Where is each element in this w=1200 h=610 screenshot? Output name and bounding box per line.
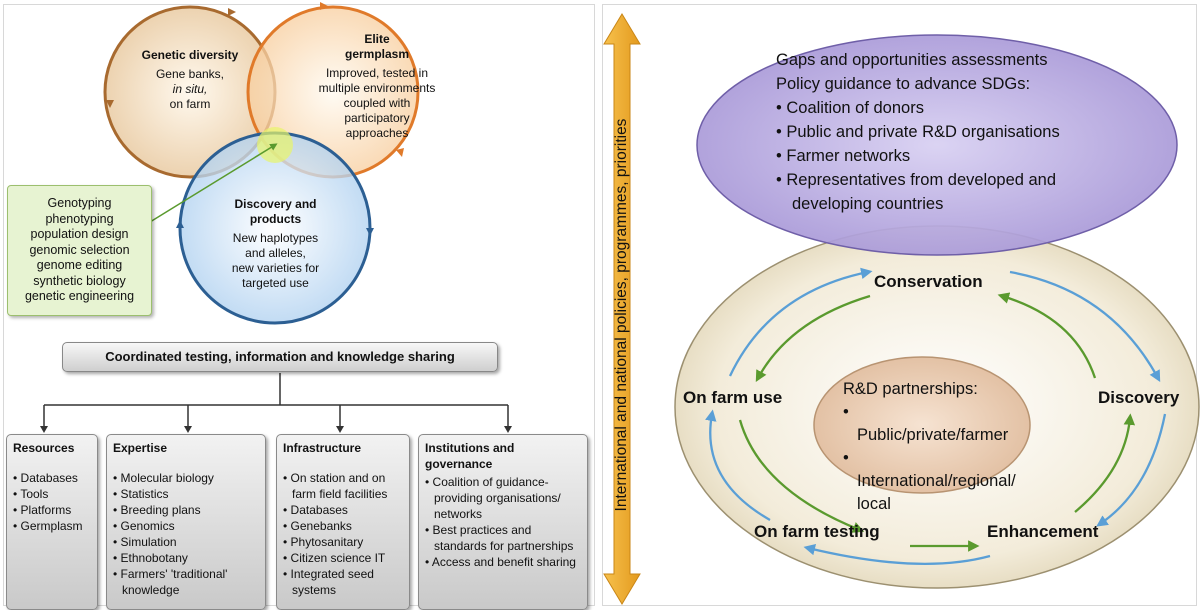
infrastructure-box: Infrastructure On station and on farm fi… bbox=[276, 434, 410, 610]
genetic-diversity-line: in situ, bbox=[172, 82, 208, 96]
discovery-products-line: and alleles, bbox=[245, 246, 306, 260]
discovery-label: Discovery bbox=[1098, 388, 1180, 407]
org-connectors bbox=[43, 373, 509, 428]
enhancement-label: Enhancement bbox=[987, 522, 1099, 541]
discovery-products-line: New haplotypes bbox=[232, 231, 319, 245]
tools-item: genomic selection bbox=[29, 242, 130, 257]
resources-item: Tools bbox=[13, 486, 91, 502]
elite-germplasm-title: Elite germplasm bbox=[344, 32, 410, 61]
elite-germplasm-line: multiple environments bbox=[318, 81, 436, 95]
discovery-products-title: Discovery and products bbox=[234, 197, 317, 226]
infrastructure-item: Phytosanitary bbox=[283, 534, 403, 550]
inner-ellipse-text: R&D partnerships: Public/private/farmer … bbox=[843, 378, 1016, 516]
blue-circle-arrow-left bbox=[176, 220, 184, 228]
expertise-item: Ethnobotany bbox=[113, 550, 259, 566]
vertical-double-arrow bbox=[603, 13, 641, 605]
discovery-products-line: new varieties for bbox=[231, 261, 320, 275]
infrastructure-item: Databases bbox=[283, 502, 403, 518]
tools-item: synthetic biology bbox=[33, 273, 126, 288]
resources-item: Platforms bbox=[13, 502, 91, 518]
brown-circle-arrow bbox=[228, 8, 236, 16]
elite-germplasm-text: Elite germplasm Improved, tested in mult… bbox=[302, 32, 452, 141]
tools-pointer-line bbox=[149, 143, 278, 223]
infrastructure-title: Infrastructure bbox=[283, 441, 362, 455]
discovery-products-line: targeted use bbox=[242, 276, 309, 290]
elite-germplasm-line: Improved, tested in bbox=[325, 66, 429, 80]
expertise-item: Farmers' 'traditional' knowledge bbox=[113, 566, 259, 598]
expertise-item: Molecular biology bbox=[113, 470, 259, 486]
expertise-item: Simulation bbox=[113, 534, 259, 550]
coordinated-testing-box: Coordinated testing, information and kno… bbox=[62, 342, 498, 372]
on-farm-use-label: On farm use bbox=[683, 388, 783, 407]
elite-germplasm-line: approaches bbox=[345, 126, 409, 140]
elite-germplasm-line: coupled with bbox=[343, 96, 411, 110]
inner-ellipse-title: R&D partnerships: bbox=[843, 380, 978, 398]
tools-box: Genotyping phenotyping population design… bbox=[7, 185, 152, 316]
expertise-item: Genomics bbox=[113, 518, 259, 534]
genetic-diversity-line: on farm bbox=[169, 97, 211, 111]
top-ellipse-item: Public and private R&D organisations bbox=[776, 120, 1136, 144]
org-arrowheads bbox=[40, 426, 512, 433]
inner-ellipse-item: Public/private/farmer bbox=[843, 401, 1008, 447]
institutions-item: Best practices and standards for partner… bbox=[425, 522, 581, 554]
tools-item: population design bbox=[30, 227, 129, 241]
genetic-diversity-text: Genetic diversity Gene banks, in situ, o… bbox=[140, 48, 240, 112]
resources-item: Germplasm bbox=[13, 518, 91, 534]
expertise-item: Statistics bbox=[113, 486, 259, 502]
tools-item: genetic engineering bbox=[24, 289, 135, 303]
infrastructure-item: On station and on farm field facilities bbox=[283, 470, 403, 502]
expertise-item: Breeding plans bbox=[113, 502, 259, 518]
green-cycle-arrows bbox=[738, 292, 1136, 552]
top-ellipse-item: Farmer networks bbox=[776, 144, 1136, 168]
institutions-box: Institutions and governance Coalition of… bbox=[418, 434, 588, 610]
tools-item: genome editing bbox=[36, 258, 123, 272]
brown-circle-arrow-left bbox=[106, 100, 114, 108]
genetic-diversity-line: Gene banks, bbox=[155, 67, 225, 81]
resources-item: Databases bbox=[13, 470, 91, 486]
policies-vertical-label: International and national policies, pro… bbox=[613, 118, 630, 512]
top-ellipse-line: Policy guidance to advance SDGs: bbox=[776, 75, 1031, 93]
blue-circle-arrow-right bbox=[366, 228, 374, 236]
top-ellipse-item: Representatives from developed and devel… bbox=[776, 168, 1092, 216]
genetic-diversity-title: Genetic diversity bbox=[141, 48, 239, 62]
top-ellipse-line: Gaps and opportunities assessments bbox=[776, 51, 1048, 69]
on-farm-testing-label: On farm testing bbox=[754, 522, 880, 541]
resources-box: Resources Databases Tools Platforms Germ… bbox=[6, 434, 98, 610]
tools-item: Genotyping bbox=[47, 196, 112, 210]
inner-ellipse-item: International/regional/ local bbox=[843, 447, 1016, 516]
infrastructure-item: Integrated seed systems bbox=[283, 566, 403, 598]
tools-item: phenotyping bbox=[45, 211, 114, 226]
institutions-title: Institutions and governance bbox=[425, 441, 515, 471]
institutions-item: Access and benefit sharing bbox=[425, 554, 581, 570]
discovery-products-text: Discovery and products New haplotypes an… bbox=[218, 197, 333, 291]
blue-cycle-arrows bbox=[705, 267, 1167, 565]
resources-title: Resources bbox=[13, 441, 75, 455]
orange-circle-arrow-top bbox=[320, 2, 328, 10]
expertise-title: Expertise bbox=[113, 441, 168, 455]
conservation-label: Conservation bbox=[874, 272, 983, 291]
infrastructure-item: Genebanks bbox=[283, 518, 403, 534]
top-ellipse-item: Coalition of donors bbox=[776, 96, 1136, 120]
institutions-item: Coalition of guidance-providing organisa… bbox=[425, 474, 581, 522]
top-ellipse-text: Gaps and opportunities assessments Polic… bbox=[776, 48, 1136, 216]
orange-circle-arrow-right bbox=[396, 148, 404, 157]
elite-germplasm-line: participatory bbox=[344, 111, 410, 125]
expertise-box: Expertise Molecular biology Statistics B… bbox=[106, 434, 266, 610]
infrastructure-item: Citizen science IT bbox=[283, 550, 403, 566]
